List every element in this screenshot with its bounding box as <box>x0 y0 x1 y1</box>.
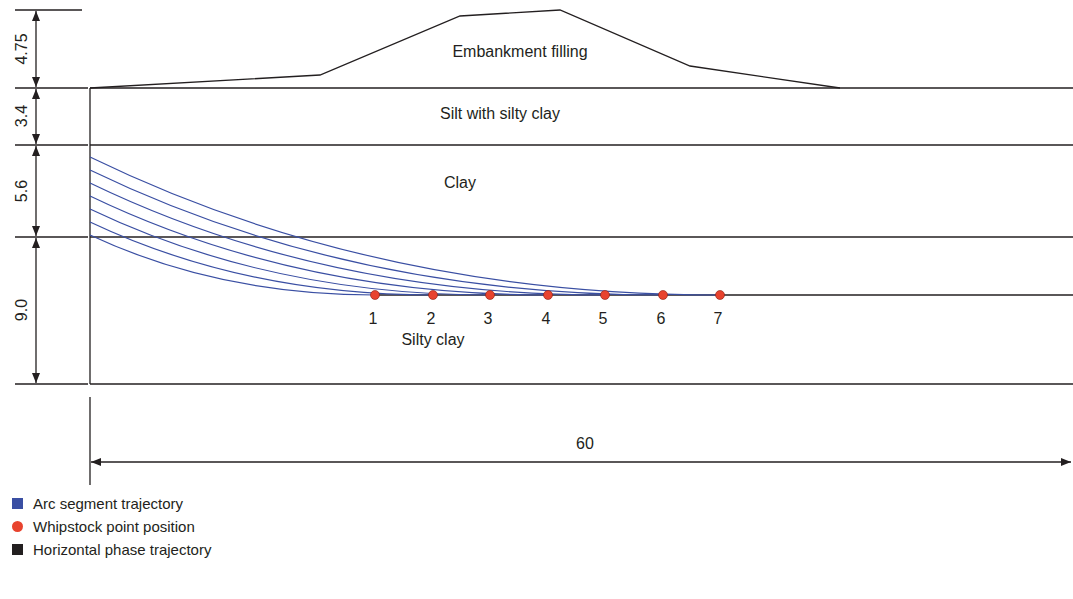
dimension-value: 60 <box>574 435 596 453</box>
dimension-tick <box>15 383 88 384</box>
layer-boundary <box>90 383 1073 384</box>
layer-name: Silt with silty clay <box>438 105 562 123</box>
legend-item: Whipstock point position <box>12 518 195 535</box>
whipstock-point <box>486 291 495 300</box>
dimension-tick <box>15 9 82 10</box>
section-edge <box>89 88 90 384</box>
whipstock-point <box>429 291 438 300</box>
ground-line <box>90 87 1073 88</box>
layer-name: Embankment filling <box>450 43 589 61</box>
dimension-tick <box>89 397 90 485</box>
dimension-value: 9.0 <box>13 297 31 323</box>
dimension-line <box>35 89 36 144</box>
dimension-tick <box>15 236 88 237</box>
whipstock-point <box>371 291 380 300</box>
dimension-value: 4.75 <box>13 31 31 66</box>
whipstock-point <box>716 291 725 300</box>
arc-trajectory <box>90 235 375 295</box>
whipstock-point <box>659 291 668 300</box>
layer-boundary <box>90 236 1073 237</box>
legend-text: Arc segment trajectory <box>33 495 183 512</box>
arc-trajectory <box>90 157 720 295</box>
legend-item: Horizontal phase trajectory <box>12 541 211 558</box>
arc-trajectory <box>90 170 663 295</box>
callout-number: 7 <box>712 310 725 328</box>
legend-text: Horizontal phase trajectory <box>33 541 211 558</box>
dimension-line <box>35 238 36 383</box>
legend-text: Whipstock point position <box>33 518 195 535</box>
arc-trajectory <box>90 183 605 295</box>
dimension-line <box>35 11 36 87</box>
callout-number: 3 <box>482 310 495 328</box>
legend-swatch <box>12 544 23 555</box>
layer-name: Silty clay <box>399 331 466 349</box>
dimension-line <box>91 461 1071 462</box>
arc-trajectory <box>90 196 548 295</box>
legend-swatch <box>12 498 23 509</box>
whipstock-point <box>601 291 610 300</box>
dimension-value: 5.6 <box>13 178 31 204</box>
callout-number: 1 <box>367 310 380 328</box>
callout-number: 4 <box>540 310 553 328</box>
layer-boundary <box>90 144 1073 145</box>
dimension-line <box>35 146 36 236</box>
whipstock-point <box>544 291 553 300</box>
legend-item: Arc segment trajectory <box>12 495 183 512</box>
callout-number: 2 <box>425 310 438 328</box>
dimension-tick <box>15 87 88 88</box>
legend-dot <box>12 521 23 532</box>
layer-name: Clay <box>442 174 478 192</box>
dimension-value: 3.4 <box>13 103 31 129</box>
callout-number: 5 <box>597 310 610 328</box>
dimension-tick <box>15 144 88 145</box>
embankment-outline <box>90 10 840 88</box>
callout-number: 6 <box>655 310 668 328</box>
